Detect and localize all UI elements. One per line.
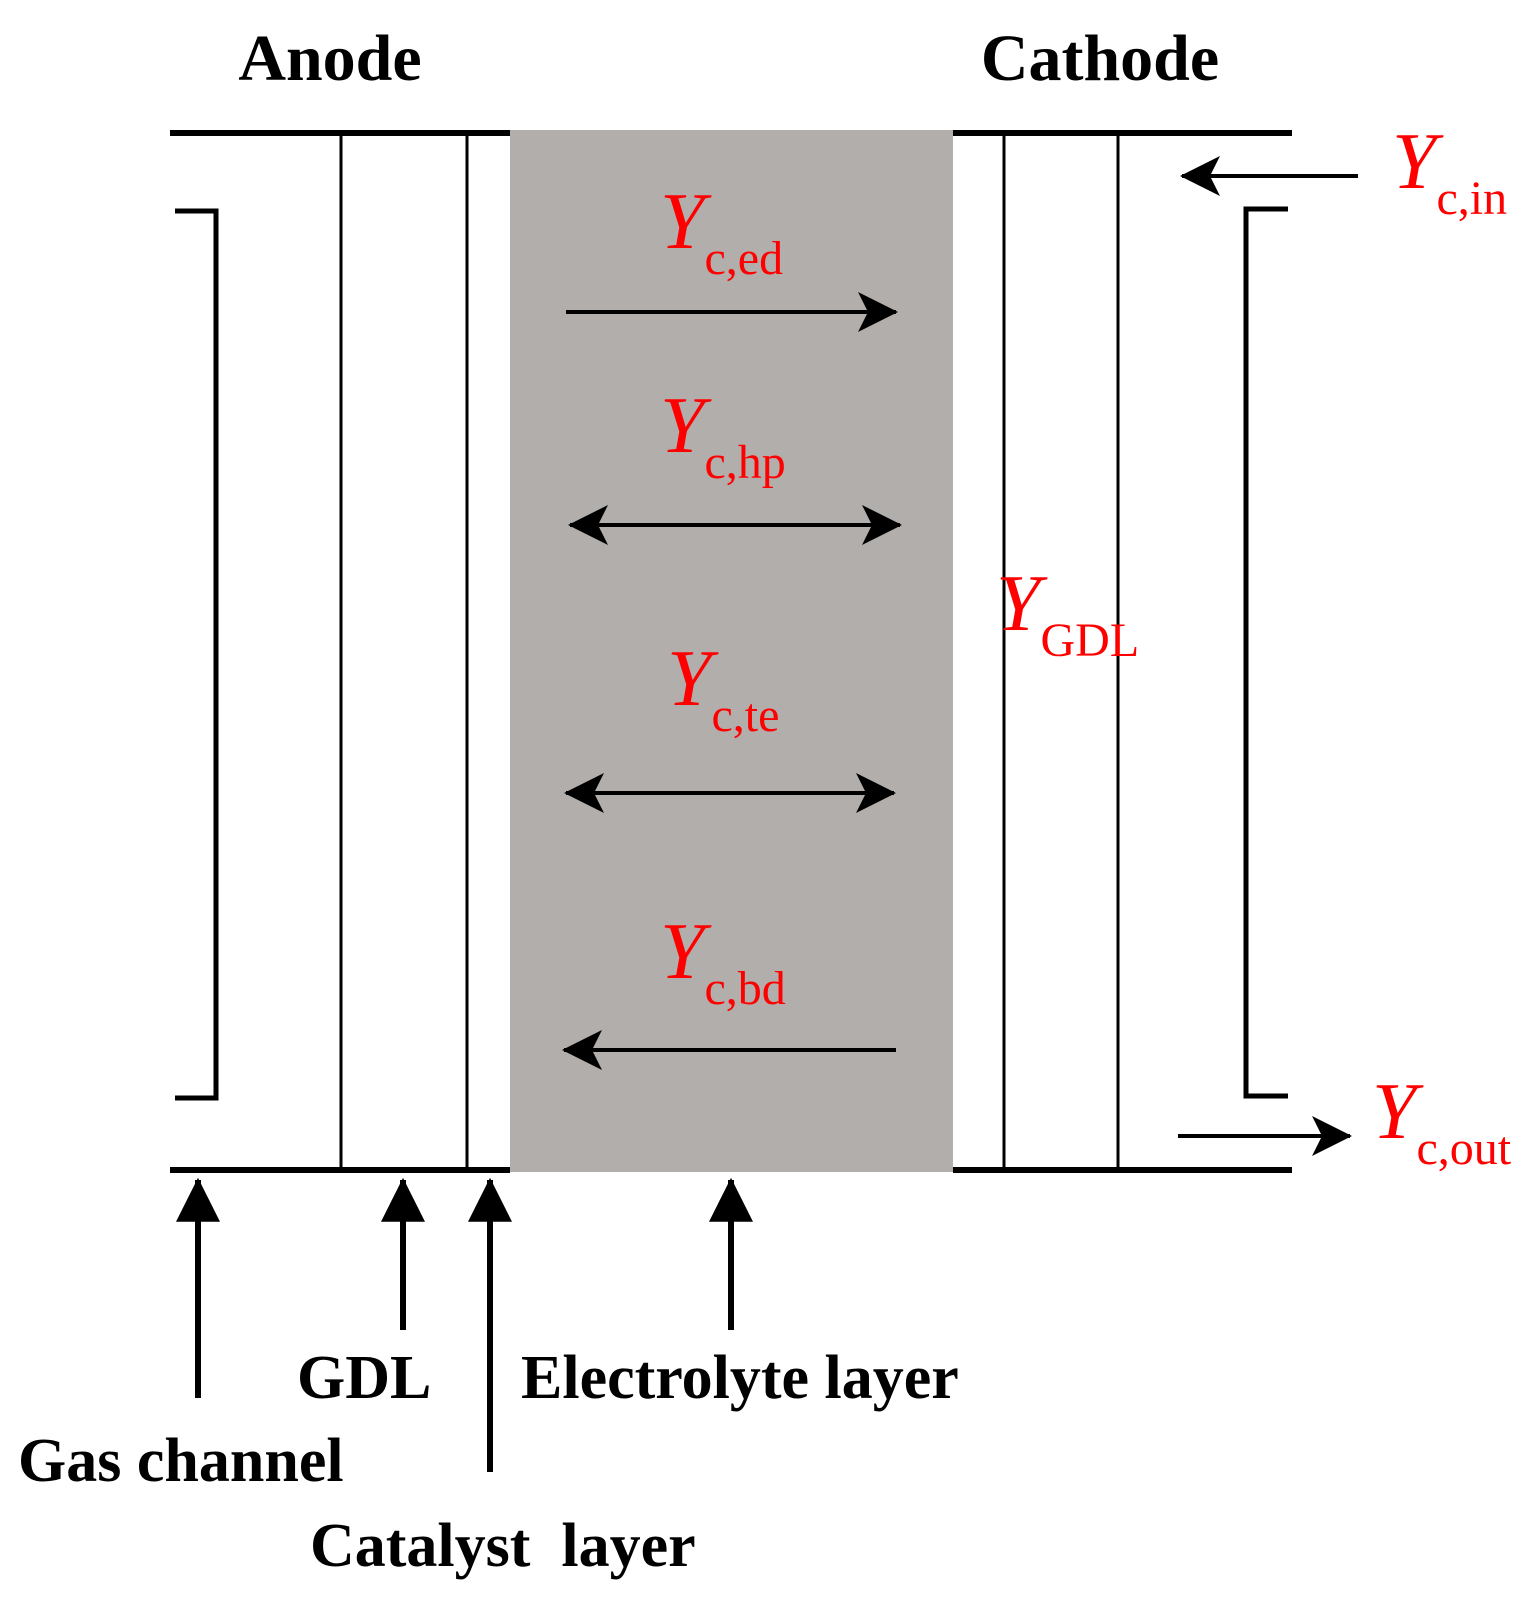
symbol-y-c-te: Yc,te <box>667 635 779 742</box>
symbol-y-c-in: Yc,in <box>1392 118 1507 225</box>
symbol-y-c-bd: Yc,bd <box>660 908 786 1015</box>
symbol-y-c-out: Yc,out <box>1372 1068 1512 1175</box>
label-gas-channel: Gas channel <box>18 1427 344 1495</box>
symbol-y-c-ed: Yc,ed <box>660 178 783 285</box>
electrolyte-layer <box>510 130 953 1172</box>
anode-heading: Anode <box>238 22 421 95</box>
label-gdl: GDL <box>297 1344 431 1412</box>
cathode-channel-bracket <box>1243 206 1288 1099</box>
label-electrolyte-layer: Electrolyte layer <box>521 1344 959 1412</box>
cathode-heading: Cathode <box>981 22 1219 95</box>
symbol-y-c-hp: Yc,hp <box>660 382 786 489</box>
anode-channel-bracket <box>175 208 219 1101</box>
symbol-y-gdl: YGDL <box>996 560 1139 667</box>
label-catalyst-layer: Catalyst layer <box>310 1512 696 1580</box>
